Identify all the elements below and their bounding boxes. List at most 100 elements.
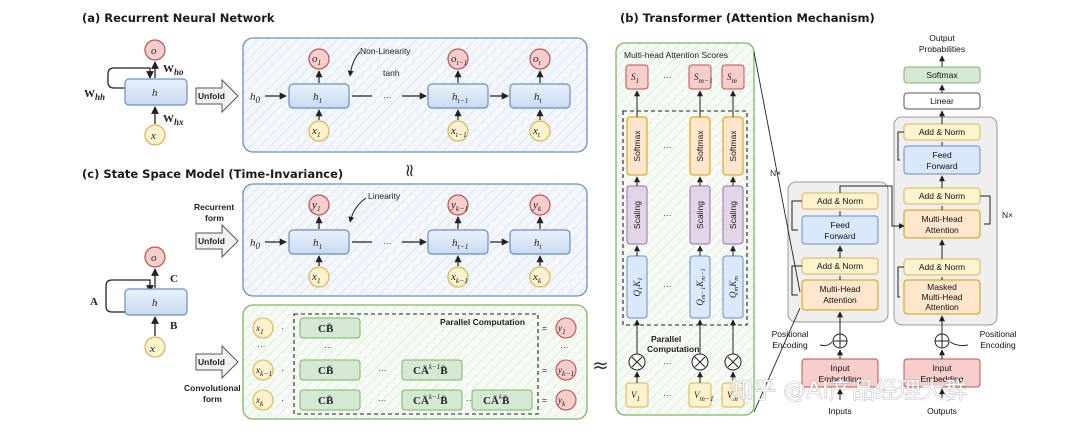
ssm-recurrent: h0 Linearity ··· [250, 191, 509, 251]
conv-output-node [555, 389, 577, 411]
svg-text:Add & Norm: Add & Norm [919, 127, 965, 137]
conv-column-dots: ··· [560, 342, 569, 352]
attention-score-box [721, 64, 745, 90]
svg-text:Embedding: Embedding [818, 374, 861, 384]
conv-input-label: x1 [255, 323, 264, 336]
rnn-hidden-box [509, 83, 571, 109]
linearity-label: Linearity [368, 191, 401, 201]
conv-dot: · [281, 395, 284, 405]
ssm-step-output-node [308, 194, 330, 216]
watermark-text: 知乎 @AI产品经理大群 [730, 378, 967, 404]
ssm-step-output-label: y1 [311, 199, 321, 213]
ssm-output-label: o [151, 252, 157, 264]
svg-text:Forward: Forward [824, 231, 855, 241]
conv-form-line1: Convolutional [184, 383, 241, 393]
attention-dots: ··· [663, 281, 672, 291]
attention-dots: ··· [663, 142, 672, 152]
attention-softmax-label: Softmax [632, 130, 642, 162]
ssm-step-input-label: x1 [311, 271, 321, 285]
conv-cb-label: CB̄ [318, 365, 334, 377]
decoder-positional-line1: Positional [980, 329, 1017, 339]
w-hx-label: Whx [163, 113, 184, 127]
approx-vertical: ≈ [399, 163, 420, 178]
svg-text:Feed: Feed [830, 220, 850, 230]
rnn-panel-title: (a) Recurrent Neural Network [82, 11, 275, 25]
rnn-unfolded-panel [242, 37, 588, 153]
output-probabilities-line1: Output [929, 33, 955, 43]
svg-text:Add & Norm: Add & Norm [817, 261, 863, 271]
conv-dot: · [281, 323, 284, 333]
ssm-output-node [144, 246, 166, 268]
hidden-state-box [124, 78, 188, 106]
conv-cb-box [299, 359, 361, 381]
rnn-input-node [447, 120, 469, 142]
svg-text:Multi-Head: Multi-Head [921, 292, 962, 302]
parallel-computation-label: Parallel Computation [440, 317, 525, 327]
input-label: x [150, 130, 156, 142]
rnn-unfolded: h0 Non-Linearity tanh ··· [250, 46, 509, 105]
output-probabilities-line2: Probabilities [919, 44, 965, 54]
svg-text:Masked: Masked [927, 282, 957, 292]
ssm-step-hidden-label: h1 [313, 237, 322, 251]
ssm-step-hidden-box [509, 229, 571, 255]
conv-output-node [555, 317, 577, 339]
encoder-positional-line1: Positional [772, 329, 809, 339]
conv-cb-label: CB̄ [318, 395, 334, 407]
ssm-step-input-node [447, 266, 469, 288]
svg-text:Linear: Linear [930, 96, 954, 106]
ssm-step-input-label: xk−1 [450, 271, 468, 285]
conv-cak-label: CĀkB̄ [483, 393, 510, 407]
attention-score-box [625, 64, 649, 90]
transformer-panel-title: (b) Transformer (Attention Mechanism) [620, 11, 875, 25]
conv-input-node [252, 389, 274, 411]
conv-equals: = [542, 323, 547, 333]
attention-softmax-label: Softmax [728, 130, 738, 162]
attention-qk-label: Qm−1Km−1 [695, 268, 707, 305]
decoder-positional-line2: Encoding [980, 340, 1016, 350]
conv-equals: = [542, 365, 547, 375]
rnn-hidden-label: ht−1 [452, 91, 468, 105]
encoder-positional-line2: Encoding [772, 340, 808, 350]
svg-text:Multi-Head: Multi-Head [921, 214, 962, 224]
conv-cak-box [471, 389, 533, 411]
ssm-step-hidden-label: ht [534, 237, 543, 251]
matrix-a-label: A [90, 296, 98, 308]
conv-cb-box [299, 389, 361, 411]
ssm-step-hidden-box [427, 229, 489, 255]
rnn-input-label: xt [532, 125, 541, 139]
svg-text:Feed: Feed [932, 150, 952, 160]
ssm-step-input-label: xk [532, 271, 542, 285]
approx-symbol: ≈ [592, 353, 609, 377]
non-linearity-label: Non-Linearity [360, 46, 411, 56]
ssm-step-input-node [529, 266, 551, 288]
svg-text:Embedding: Embedding [920, 374, 963, 384]
conv-input-label: xk [255, 395, 264, 408]
attention-scaling-label: Scaling [632, 201, 642, 229]
svg-text:Unfold: Unfold [198, 236, 225, 246]
attention-scaling-label: Scaling [695, 201, 705, 229]
attention-dots: ··· [663, 72, 672, 82]
conv-cab-label: CĀk−1B̄ [413, 393, 448, 407]
conv-output-label: yk−1 [557, 365, 574, 378]
svg-text:Attention: Attention [925, 302, 959, 312]
rnn-hidden-box [427, 83, 489, 109]
tanh-label: tanh [383, 68, 400, 78]
conv-input-node [252, 359, 274, 381]
conv-output-label: y1 [557, 323, 566, 336]
transformer-architecture: N× N× Add & Norm Feed Forward Add & Norm… [753, 33, 1017, 416]
encoder-nx: N× [770, 168, 781, 178]
rnn-output-label: o1 [312, 53, 321, 67]
svg-text:Add & Norm: Add & Norm [919, 262, 965, 272]
conv-cab-box [401, 389, 463, 411]
zoom-connector-top [753, 51, 801, 293]
rnn-dots: ··· [383, 92, 392, 102]
rnn-input-label: xt−1 [450, 125, 467, 139]
conv-row-dots: ··· [378, 365, 387, 375]
attention-dots: ··· [663, 390, 672, 400]
svg-text:Multi-Head: Multi-Head [819, 284, 860, 294]
w-ho-label: Who [163, 63, 184, 77]
ssm-conv-unfold-arrow: Unfold [195, 344, 239, 380]
conv-column-dots: ··· [324, 342, 333, 352]
